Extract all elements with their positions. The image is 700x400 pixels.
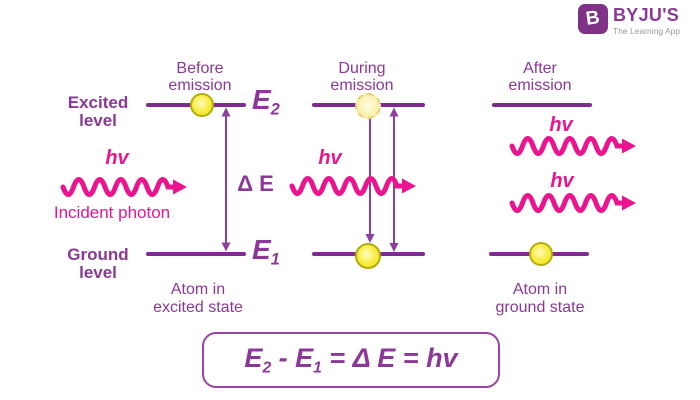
hv-label-after-2: hv	[550, 170, 574, 192]
brand-name: BYJU'S	[613, 5, 680, 25]
brand-tagline: The Learning App	[613, 26, 681, 36]
electron-transition-arrow	[365, 119, 375, 243]
hv-label-after-1: hv	[549, 114, 573, 136]
formula-e2-base: E	[244, 342, 263, 373]
during-energy-gap-double-arrow	[389, 107, 399, 252]
excited-level-label: Excited level	[67, 93, 129, 130]
byjus-b-glyph: B	[584, 7, 602, 30]
atom-state-label-excited: Atom in excited state	[153, 281, 243, 316]
column-heading-after: After emission	[508, 60, 572, 95]
e1-base: E	[252, 234, 271, 265]
e2-base: E	[252, 84, 271, 115]
formula-e1-sub: 1	[313, 359, 322, 377]
formula-e1-base: E	[295, 342, 314, 373]
e2-subscript: 2	[270, 100, 280, 119]
photon-wave-after-1	[509, 136, 636, 156]
incident-photon-label: Incident photon	[53, 203, 171, 222]
formula-e2-sub: 2	[262, 359, 272, 377]
atom-state-label-ground: Atom in ground state	[495, 281, 585, 316]
photon-wave-incident	[60, 177, 187, 197]
ground-level-line-before	[146, 252, 246, 256]
byjus-logo: B BYJU'S The Learning App	[578, 4, 680, 36]
atom-circle-after-ground	[529, 242, 553, 266]
atom-circle-during-faded	[355, 93, 381, 119]
byjus-b-icon: B	[578, 4, 608, 34]
formula-rest: = Δ E = hv	[321, 342, 458, 373]
byjus-wordmark: BYJU'S The Learning App	[613, 4, 680, 36]
formula-minus: -	[271, 342, 296, 373]
excited-level-line-after	[492, 103, 592, 107]
delta-e-label: Δ E	[237, 171, 274, 196]
hv-label-during: hv	[318, 147, 342, 169]
photon-wave-during	[289, 176, 416, 196]
e1-subscript: 1	[270, 250, 280, 269]
e2-label: E2	[252, 86, 280, 118]
ground-level-label: Ground level	[67, 245, 129, 282]
atom-circle-before-excited	[190, 93, 214, 117]
hv-label-incident: hv	[105, 147, 129, 169]
e1-label: E1	[252, 236, 280, 268]
column-heading-during: During emission	[330, 60, 394, 95]
column-heading-before: Before emission	[168, 60, 232, 95]
formula-box: E2 - E1 = Δ E = hv	[202, 332, 500, 388]
atom-circle-during-ground	[355, 243, 381, 269]
formula-text: E2 - E1 = Δ E = hv	[244, 343, 457, 377]
photon-wave-after-2	[509, 193, 636, 213]
